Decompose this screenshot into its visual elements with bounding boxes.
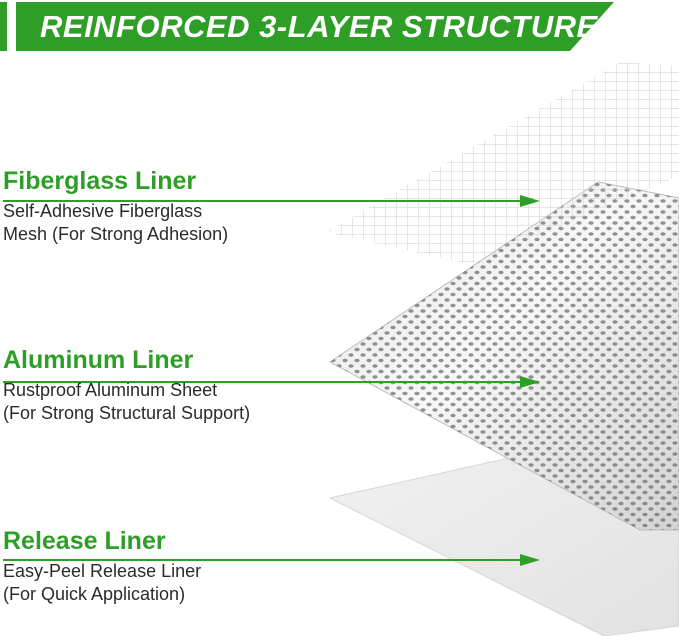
banner-title: REINFORCED 3-LAYER STRUCTURE	[40, 9, 598, 44]
fiberglass-liner-label: Fiberglass Liner Self-Adhesive Fiberglas…	[3, 166, 228, 246]
release-arrow-icon	[3, 554, 540, 566]
layer-description: Rustproof Aluminum Sheet (For Strong Str…	[3, 379, 250, 425]
aluminum-arrow-icon	[3, 376, 540, 388]
layer-description-line: Rustproof Aluminum Sheet	[3, 380, 218, 400]
fiberglass-arrow-icon	[3, 195, 540, 207]
fiberglass-liner-mesh	[326, 62, 679, 264]
header-banner: REINFORCED 3-LAYER STRUCTURE	[16, 2, 614, 51]
layer-description: Easy-Peel Release Liner (For Quick Appli…	[3, 560, 201, 606]
banner-shape	[16, 2, 614, 51]
layer-title: Release Liner	[3, 527, 166, 555]
release-liner-label: Release Liner Easy-Peel Release Liner (F…	[3, 526, 201, 606]
aluminum-liner-label: Aluminum Liner Rustproof Aluminum Sheet …	[3, 345, 250, 425]
layer-description-line: Easy-Peel Release Liner	[3, 561, 202, 581]
layer-description-line: (For Strong Structural Support)	[3, 403, 251, 423]
banner-accent-stripe	[0, 2, 7, 51]
layer-description-line: Self-Adhesive Fiberglass	[3, 201, 203, 221]
layer-title: Aluminum Liner	[3, 346, 194, 374]
layer-title: Fiberglass Liner	[3, 167, 197, 195]
layer-description: Self-Adhesive Fiberglass Mesh (For Stron…	[3, 200, 228, 246]
layer-description-line: (For Quick Application)	[3, 584, 186, 604]
layer-description-line: Mesh (For Strong Adhesion)	[3, 224, 229, 244]
